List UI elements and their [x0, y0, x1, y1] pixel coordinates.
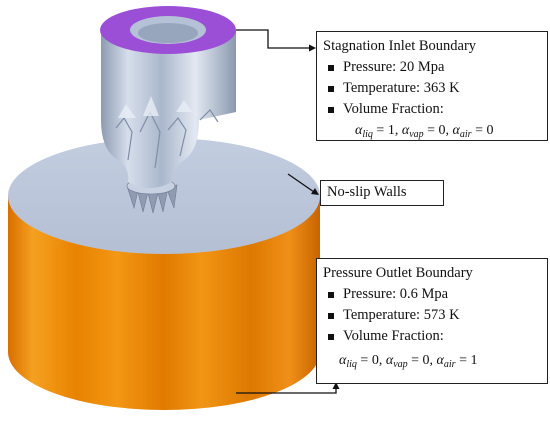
- inlet-pressure: Pressure: 20 Mpa: [323, 57, 541, 78]
- outlet-title: Pressure Outlet Boundary: [323, 265, 473, 281]
- injector-fins: [115, 109, 219, 169]
- no-slip-walls-label: No-slip Walls: [320, 180, 444, 206]
- inlet-vf-values: αliq = 1, αvap = 0, αair = 0: [355, 123, 494, 140]
- chamber-side-wall: [8, 196, 320, 410]
- inlet-temperature: Temperature: 363 K: [323, 78, 541, 99]
- injector-body: [101, 30, 236, 188]
- inlet-title: Stagnation Inlet Boundary: [323, 38, 477, 54]
- walls-title: No-slip Walls: [327, 184, 407, 200]
- connector-lines: [236, 29, 340, 394]
- outlet-vf-values: αliq = 0, αvap = 0, αair = 1: [339, 353, 478, 370]
- outlet-volume-fraction: Volume Fraction:: [323, 326, 541, 347]
- inlet-volume-fraction: Volume Fraction:: [323, 99, 541, 120]
- inlet-boundary-label: Stagnation Inlet Boundary Pressure: 20 M…: [316, 31, 548, 141]
- outlet-temperature: Temperature: 573 K: [323, 305, 541, 326]
- outlet-boundary-label: Pressure Outlet Boundary Pressure: 0.6 M…: [316, 258, 548, 384]
- outlet-pressure: Pressure: 0.6 Mpa: [323, 284, 541, 305]
